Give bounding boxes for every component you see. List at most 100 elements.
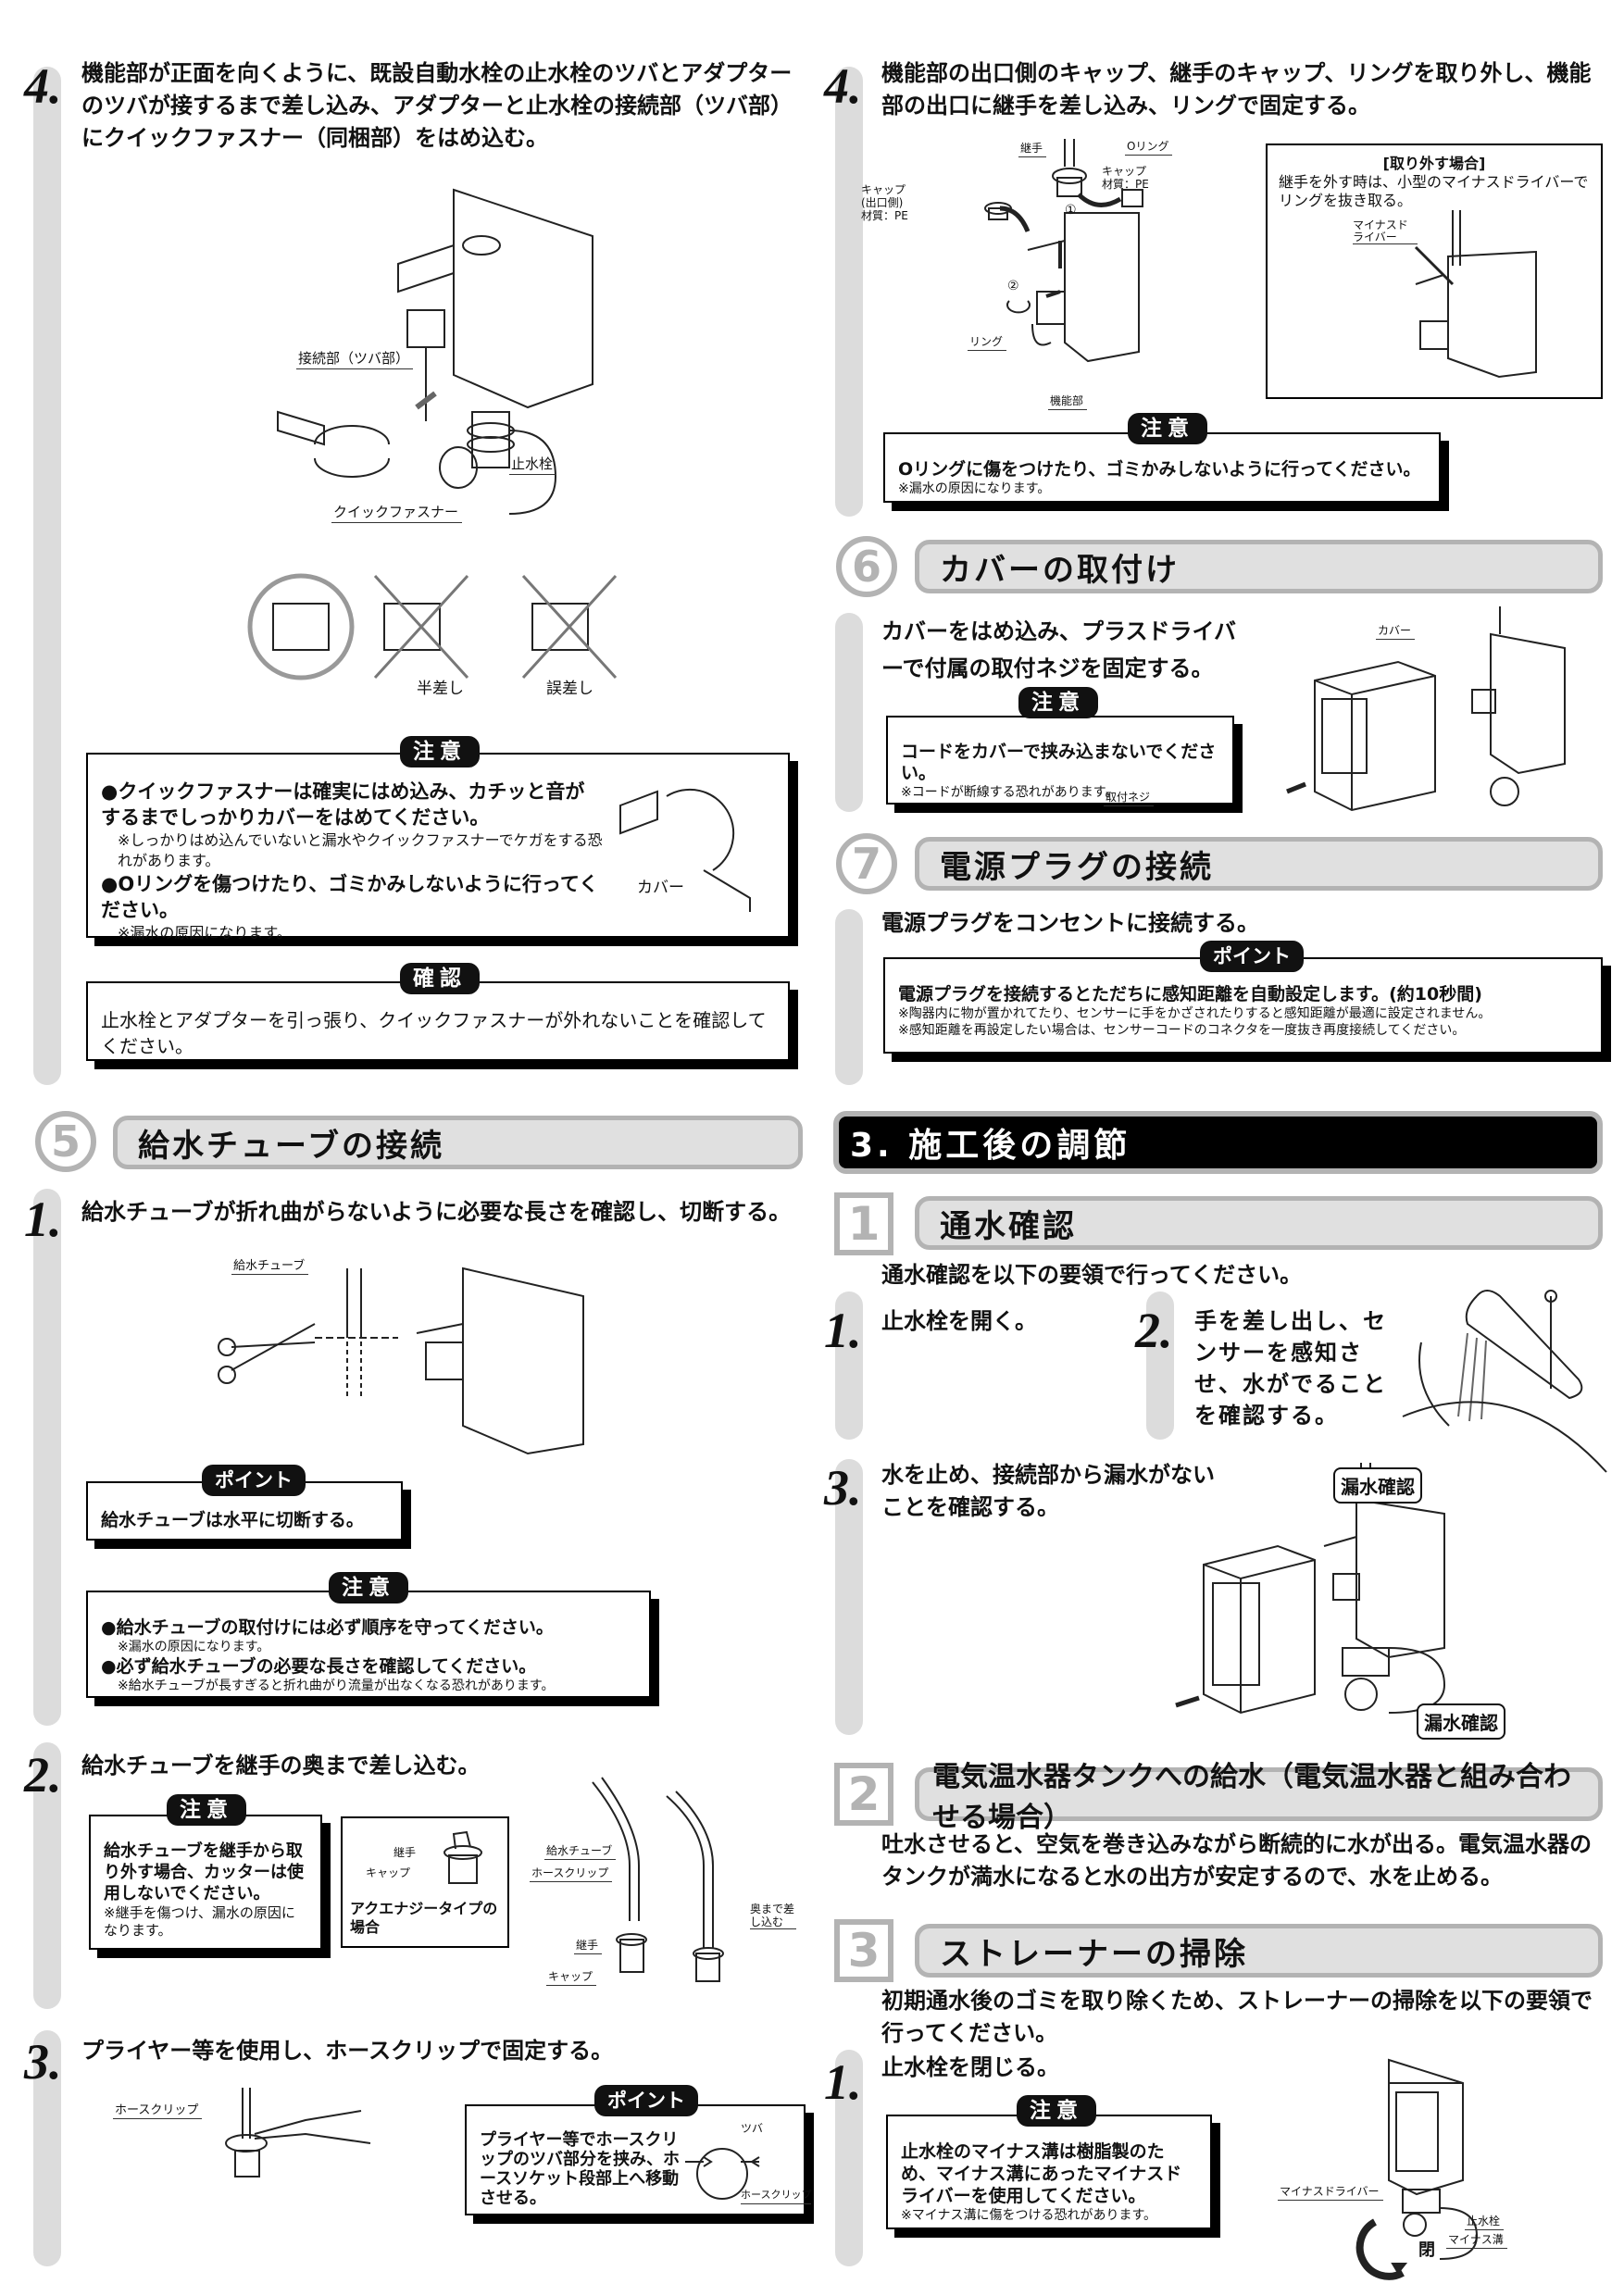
joint-assembly-illustration [984,139,1143,363]
label-flange: ツバ [741,2122,764,2135]
label-connection: 接続部（ツバ部） [296,348,414,369]
label-wrong: 誤差し [546,680,593,698]
leak-check-tag: 漏水確認 [1417,1703,1505,1740]
step-text: 給水チューブが折れ曲がらないように必要な長さを確認し、切断する。 [81,1199,792,1225]
confirm-badge: 確認 [400,963,480,994]
subsection-1-header: 通水確認 [915,1196,1603,1250]
step-bar [835,909,863,1085]
caution-badge: 注意 [167,1794,246,1826]
label-unit: 機能部 [1048,393,1088,410]
caution-badge: 注意 [400,736,480,767]
step-number: 1. [824,2054,862,2110]
label-fastener: クイックファスナー [331,502,463,523]
label-driver: マイナスドライバー [1278,2183,1383,2201]
step-bar [33,1742,61,2009]
driver-illustration [1414,210,1537,379]
aquaenergy-caption: アクエナジータイプの場合 [350,1900,498,1936]
caution-box: ●給水チューブの取付けには必ず順序を守ってください。 ※漏水の原因になります。 … [86,1591,651,1698]
cover-illustration [619,788,751,912]
step-number: 2. [1135,1303,1173,1358]
caution-badge: 注意 [329,1572,408,1603]
body-text: 初期通水後のゴミを取り除くため、ストレーナーの掃除を以下の要領で行ってください。 [881,1988,1593,2046]
insertion-comparison-illustration [247,573,618,680]
subsection-2-header: 電気温水器タンクへの給水（電気温水器と組み合わせる場合） [915,1761,1603,1834]
step-text: 止水栓を開く。 [881,1308,1037,1334]
joint-illustration [443,1830,482,1884]
label-joint: 継手 [1018,140,1047,157]
step-bar [33,67,61,1085]
step-bar [1146,1292,1174,1440]
caution-badge: 注意 [1017,2095,1096,2127]
label-cap-outlet: キャップ(出口側)材質：PE [861,183,908,222]
label-cover: カバー [1376,622,1416,640]
section-5-header: 給水チューブの接続 [113,1116,803,1169]
label-tube: 給水チューブ [231,1255,309,1275]
hose-clip-illustration [685,2148,760,2200]
subsection-2-number: 2 [834,1763,893,1826]
label-cover: カバー [637,879,684,897]
label-tube: 給水チューブ [544,1842,617,1860]
subsection-3-header: ストレーナーの掃除 [915,1924,1603,1978]
point-badge: ポイント [202,1465,306,1496]
removal-title: [取り外す場合] [1382,155,1486,172]
step-bar [33,1189,61,1726]
point-badge: ポイント [594,2085,698,2116]
cover-illustration [1286,606,1566,812]
section-5-number: 5 [35,1111,96,1172]
leak-check-illustration [1175,1463,1446,1715]
step-text: カバーをはめ込み、プラスドライバーで付属の取付ネジを固定する。 [881,618,1237,681]
step-number: 1. [24,1192,62,1247]
step-number: 3. [824,1460,862,1516]
label-step-1: ① [1065,203,1077,218]
intro-text: 通水確認を以下の要領で行ってください。 [881,1262,1303,1288]
caution-box: 給水チューブを継手から取り外す場合、カッターは使用しないでください。 ※継手を傷… [89,1815,322,1950]
section-6-number: 6 [836,536,897,597]
caution-box: 止水栓のマイナス溝は樹脂製のため、マイナス溝にあったマイナスドライバーを使用して… [886,2115,1212,2229]
step-text: 給水チューブを継手の奥まで差し込む。 [81,1753,481,1778]
chapter-3-header: 3. 施工後の調節 [833,1111,1603,1174]
step-text: 水を止め、接続部から漏水がないことを確認する。 [881,1462,1215,1520]
removal-text: 継手を外す時は、小型のマイナスドライバーでリングを抜き取る。 [1279,173,1589,209]
step-number: 3. [24,2034,62,2090]
label-clip: ホースクリップ [530,1865,613,1882]
removal-box: [取り外す場合] 継手を外す時は、小型のマイナスドライバーでリングを抜き取る。 … [1266,144,1603,399]
section-7-header: 電源プラグの接続 [915,837,1603,891]
step-bar [835,1292,863,1440]
label-cap: キャップ [366,1866,411,1879]
label-clip: ホースクリップ [113,2100,203,2119]
step-bar [33,2030,61,2266]
faucet-hand-illustration [1402,1290,1607,1473]
label-insert: 奥まで差し込む [750,1903,796,1929]
tube-insertion-illustration [592,1777,724,1982]
label-stopcock: 止水栓 [1465,2213,1505,2230]
label-ring: リング [968,333,1007,351]
subsection-1-number: 1 [834,1192,893,1255]
label-half: 半差し [417,680,464,698]
step-bar [835,67,863,517]
point-box: 電源プラグを接続するとただちに感知距離を自動設定します。(約10秒間) ※陶器内… [883,957,1603,1054]
caution-box: ●クイックファスナーは確実にはめ込み、カチッと音がするまでしっかりカバーをはめて… [86,753,790,942]
label-joint: 継手 [574,1937,603,1954]
aquaenergy-box: 継手 キャップ アクエナジータイプの場合 [341,1816,509,1948]
caution-badge: 注意 [1128,413,1207,444]
step-text: 機能部が正面を向くように、既設自動水栓の止水栓のツバとアダプターのツバが接するま… [81,60,793,151]
step-number: 1. [824,1303,862,1358]
step-text: 機能部の出口側のキャップ、継手のキャップ、リングを取り外し、機能部の出口に継手を… [881,60,1592,119]
leak-check-tag: 漏水確認 [1333,1467,1422,1504]
point-badge: ポイント [1200,941,1304,972]
pliers-illustration [225,2088,371,2177]
step-number: 2. [24,1747,62,1803]
step-text: プライヤー等を使用し、ホースクリップで固定する。 [81,2038,614,2064]
step-number: 4. [824,58,862,114]
label-close: 閉 [1418,2240,1435,2260]
point-box: 給水チューブは水平に切断する。 [86,1481,403,1541]
cutting-illustration [218,1267,584,1455]
unit-illustration [277,188,593,515]
section-6-header: カバーの取付け [915,540,1603,593]
caution-badge: 注意 [1018,687,1098,718]
label-oring: Oリング [1125,138,1173,156]
step-text: 電源プラグをコンセントに接続する。 [881,910,1259,936]
subsection-3-number: 3 [834,1919,893,1982]
step-bar [835,2050,863,2266]
step-bar [835,613,863,812]
